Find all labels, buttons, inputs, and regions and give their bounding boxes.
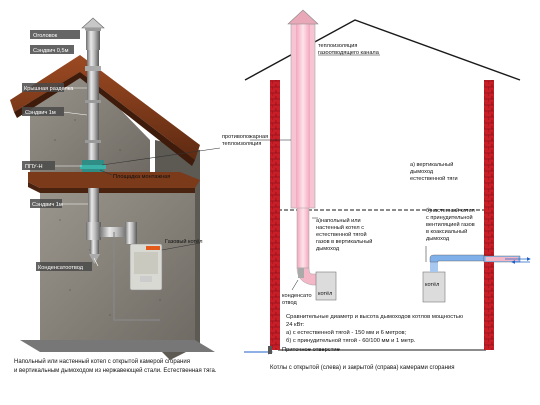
svg-text:ППУ-Н: ППУ-Н xyxy=(25,164,43,170)
right-brick-wall xyxy=(484,80,494,350)
label-ppu: ППУ-Н xyxy=(22,161,55,170)
svg-text:Напольный или настенный котел: Напольный или настенный котел с открытой… xyxy=(14,358,190,365)
comparison-note: Сравнительные диаметр и высота дымоходов… xyxy=(286,314,464,344)
svg-text:Конденсатоотвод: Конденсатоотвод xyxy=(38,265,84,271)
svg-text:и вертикальным дымоходом из не: и вертикальным дымоходом из нержавеющей … xyxy=(14,367,217,374)
svg-text:Газовый котёл: Газовый котёл xyxy=(165,238,202,245)
chimney-top xyxy=(287,9,319,25)
label-condensate: Конденсатоотвод xyxy=(36,262,92,271)
gas-pipe xyxy=(113,232,160,321)
label-sandwich-1m-b: Сэндвич 1м xyxy=(30,199,63,208)
svg-text:газоотводящего канала: газоотводящего канала xyxy=(318,50,380,56)
svg-text:а)напольный или: а)напольный или xyxy=(316,217,361,224)
roof xyxy=(10,55,200,160)
svg-text:отвод: отвод xyxy=(282,300,297,306)
label-boiler-b: б)настенный котел с принудительной венти… xyxy=(426,207,475,242)
svg-text:Крышная разделка: Крышная разделка xyxy=(24,86,74,92)
label-platform: Площадка монтажная xyxy=(113,174,170,180)
main-wall xyxy=(40,193,195,352)
svg-text:Котлы с открытой (слева) и зак: Котлы с открытой (слева) и закрытой (спр… xyxy=(270,364,455,371)
left-caption: Напольный или настенный котел с открытой… xyxy=(14,358,217,374)
svg-text:дымоход: дымоход xyxy=(410,169,434,175)
chimney-cap xyxy=(81,17,105,29)
boiler-a xyxy=(315,271,337,301)
label-condensate-right: конденсато отвод xyxy=(282,293,312,306)
label-sandwich-1m-a: Сэндвич 1м xyxy=(22,107,64,116)
floor-slab xyxy=(28,172,200,188)
sandwich-pipe xyxy=(87,50,99,168)
svg-text:Площадка монтажная: Площадка монтажная xyxy=(113,174,170,180)
label-sandwich-05: Сэндвич 0,5м xyxy=(30,45,74,54)
label-intake: Приточное отверстие xyxy=(282,347,340,353)
right-schematic: котёл котёл теплоизоляция газоотводящего… xyxy=(244,9,531,371)
svg-text:а) с естественной тягой - 150: а) с естественной тягой - 150 мм и 6 мет… xyxy=(286,329,407,336)
svg-text:естественной тягой: естественной тягой xyxy=(316,231,367,238)
base xyxy=(20,340,215,352)
svg-text:Оголовок: Оголовок xyxy=(33,33,58,39)
svg-text:б) с принудительной тягой - 60: б) с принудительной тягой - 60/100 мм и … xyxy=(286,337,416,344)
label-gas-boiler: Газовый котёл xyxy=(165,238,202,245)
svg-text:теплоизоляция: теплоизоляция xyxy=(318,43,357,49)
svg-text:Сэндвич 1м: Сэндвич 1м xyxy=(32,202,63,208)
svg-text:24 кВт:: 24 кВт: xyxy=(286,322,305,328)
label-fire-insulation: противопожарная теплоизоляция xyxy=(222,134,268,147)
svg-text:конденсато: конденсато xyxy=(282,293,312,299)
label-ogolovok: Оголовок xyxy=(30,30,80,39)
svg-text:в коаксиальный: в коаксиальный xyxy=(426,228,467,235)
chimney-cap-pipe xyxy=(86,30,100,50)
label-roof-penetration: Крышная разделка xyxy=(22,83,74,92)
svg-text:Сэндвич 0,5м: Сэндвич 0,5м xyxy=(33,48,69,54)
lower-pipe xyxy=(88,188,99,224)
svg-text:Сравнительные диаметр и высота: Сравнительные диаметр и высота дымоходов… xyxy=(286,314,464,320)
right-caption: Котлы с открытой (слева) и закрытой (спр… xyxy=(270,364,455,371)
svg-text:а) вертикальный: а) вертикальный xyxy=(410,161,453,168)
roof-outline xyxy=(244,19,521,81)
svg-text:противопожарная: противопожарная xyxy=(222,134,268,140)
label-boiler-a: а)напольный или настенный котел с естест… xyxy=(316,217,372,252)
tee xyxy=(86,222,101,240)
left-brick-wall xyxy=(270,80,280,350)
svg-text:теплоизоляция: теплоизоляция xyxy=(222,141,261,147)
svg-text:дымоход: дымоход xyxy=(316,246,340,252)
coaxial-flue xyxy=(429,254,485,263)
label-insulation: теплоизоляция газоотводящего канала xyxy=(318,43,380,56)
svg-text:вентиляцией газов: вентиляцией газов xyxy=(426,221,475,228)
svg-text:котёл: котёл xyxy=(425,282,439,288)
label-vertical-chimney: а) вертикальный дымоход естественной тяг… xyxy=(410,161,458,182)
svg-text:газов в вертикальный: газов в вертикальный xyxy=(316,238,372,245)
svg-text:естественной тяги: естественной тяги xyxy=(410,175,458,182)
svg-text:котёл: котёл xyxy=(318,291,332,297)
svg-text:Приточное отверстие: Приточное отверстие xyxy=(282,347,340,353)
svg-text:б)настенный котел: б)настенный котел xyxy=(426,207,475,214)
svg-text:настенный котел с: настенный котел с xyxy=(316,224,364,231)
svg-text:дымоход: дымоход xyxy=(426,236,450,242)
svg-text:с принудительной: с принудительной xyxy=(426,214,473,221)
left-house-illustration: Оголовок Сэндвич 0,5м Крышная разделка С… xyxy=(10,17,268,374)
svg-text:Сэндвич 1м: Сэндвич 1м xyxy=(25,110,56,116)
